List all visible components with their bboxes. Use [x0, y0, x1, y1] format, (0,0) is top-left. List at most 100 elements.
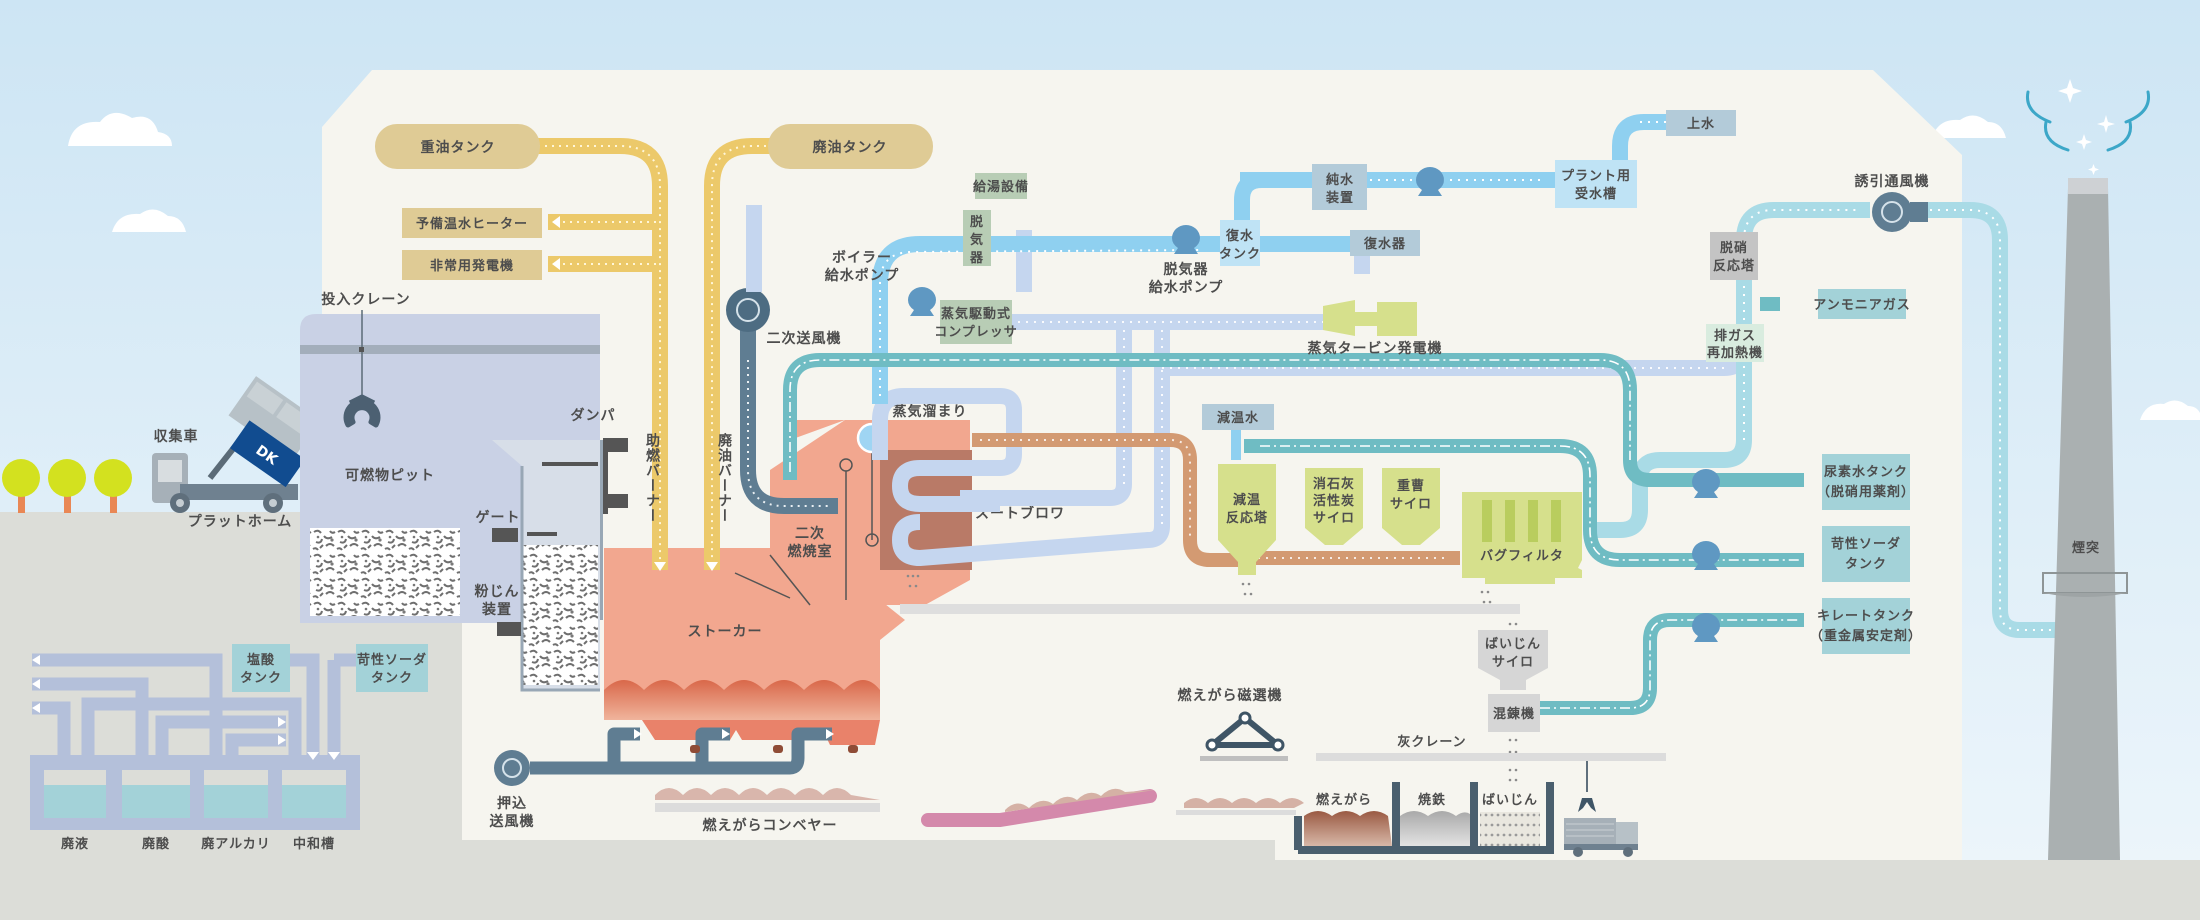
turbine-generator-icon [1323, 300, 1417, 336]
caustic-tank-label-2: タンク [1845, 557, 1887, 572]
bag-filter [1462, 492, 1582, 584]
ammonia-box [1818, 289, 1906, 319]
compressor-label-2: コンプレッサ [934, 325, 1018, 340]
stoker-label: ストーカー [688, 624, 763, 640]
hcl-tank-label-2: タンク [240, 671, 282, 686]
magnetic-separator-icon [1176, 711, 1304, 815]
dust-device-icon [497, 622, 521, 636]
forced-air-pipe [530, 727, 832, 775]
waste-oil-tank-label: 廃油タンク [813, 139, 888, 156]
fly-ash-silo-label-1: ばいじん [1485, 637, 1541, 652]
ash-crane-label: 灰クレーン [1397, 734, 1466, 750]
boiler-pump-label-2: 給水ポンプ [825, 267, 900, 284]
caustic-tank-box [1822, 526, 1910, 582]
compressor-label-1: 蒸気駆動式 [941, 306, 1011, 322]
soda-silo-label-1: 重曹 [1397, 478, 1425, 494]
fly-ash-silo-label-2: サイロ [1492, 655, 1534, 670]
ash-crane-rail [1316, 753, 1666, 761]
chelate-tank-label-2: （重金属安定剤） [1810, 628, 1922, 644]
damper-label: ダンパ [571, 407, 616, 424]
ww-tank-label: 廃液 [60, 836, 89, 852]
denitration-box [1710, 232, 1758, 280]
boiler-pump-label-1: ボイラー [832, 250, 892, 266]
soda-silo [1382, 468, 1440, 545]
fly-ash-silo [1478, 630, 1548, 690]
bag-filter-label: バグフィルタ [1480, 548, 1564, 564]
furnace [604, 420, 905, 745]
ww-tank-label: 廃アルカリ [200, 836, 270, 852]
ash-pipes [972, 433, 1460, 567]
lime-silo-label-3: サイロ [1313, 511, 1355, 526]
secondary-fan-label: 二次送風機 [767, 330, 842, 347]
waste-oil-tank [768, 124, 933, 169]
denitration-label-1: 脱硝 [1720, 240, 1748, 256]
ash-fall-dots [906, 574, 1518, 782]
plant-water-label-2: 受水槽 [1575, 186, 1617, 202]
forced-fan-label-1: 押込 [497, 795, 527, 812]
emergency-generator-box [402, 250, 542, 280]
emergency-generator-label: 非常用発電機 [430, 258, 514, 274]
reheater-label-1: 排ガス [1714, 328, 1756, 344]
boiler-pump-icon [908, 287, 936, 316]
crane-claw-icon [343, 394, 381, 428]
aux-burner-label: 助燃バーナー [644, 432, 660, 523]
fly-ash-label: ばいじん [1482, 793, 1538, 808]
collection-truck-icon: DK [152, 376, 320, 513]
deaerator-pump-label-1: 脱気器 [1164, 261, 1209, 278]
svg-text:助燃バーナー: 助燃バーナー [644, 432, 660, 523]
forced-air-arrows [634, 729, 834, 739]
clean-exhaust-icon [2025, 90, 2151, 152]
oil-arrows [552, 216, 718, 571]
ash-transport-bar [900, 604, 1520, 614]
urea-tank-box [1822, 454, 1910, 510]
deaerator-label-1: 脱 [970, 214, 984, 230]
kneader-box [1488, 694, 1540, 732]
deaerator-label-2: 気 [970, 232, 984, 248]
gate-icon [492, 528, 518, 542]
kneader-label: 混錬機 [1493, 706, 1535, 722]
chelate-tank-label-1: キレートタンク [1817, 609, 1915, 624]
denitration-label-2: 反応塔 [1713, 258, 1755, 274]
hot-water-box [975, 173, 1027, 199]
hcl-tank-box [232, 644, 290, 692]
ash-conveyor-label: 燃えがらコンベヤー [703, 817, 838, 834]
id-fan-icon [1872, 192, 1912, 232]
waste-oil-burner-label: 廃油バーナー [716, 432, 732, 523]
trees [2, 459, 132, 513]
scrap-iron-label: 焼鉄 [1418, 792, 1446, 808]
ww-caustic-tank-label-2: タンク [371, 671, 413, 686]
backup-heater-label: 予備温水ヒーター [416, 216, 528, 232]
bottom-ash-label: 燃えがら [1316, 792, 1372, 808]
oil-pipe-flow [538, 145, 780, 560]
pit-label: 可燃物ピット [345, 467, 435, 484]
clouds [68, 112, 2200, 420]
ww-tank-label: 廃酸 [141, 836, 170, 852]
condensate-tank-label-1: 復水 [1225, 228, 1254, 244]
pure-water-label-2: 装置 [1325, 190, 1354, 206]
secondary-chamber-label-1: 二次 [795, 525, 825, 542]
caustic-tank-label-1: 苛性ソーダ [1831, 536, 1901, 552]
inclined-conveyor [921, 789, 1157, 827]
chimney [2042, 178, 2128, 860]
deaerator-pump-label-2: 給水ポンプ [1149, 279, 1224, 296]
urea-pump-icon [1692, 469, 1720, 498]
forced-fan-label-2: 送風機 [489, 813, 535, 830]
wastewater-system [30, 653, 360, 830]
condensate-tank-label-2: タンク [1219, 247, 1261, 262]
gate-label: ゲート [476, 509, 521, 526]
lime-carbon-silo [1305, 468, 1363, 545]
cooling-tower-label-1: 減温 [1233, 492, 1261, 508]
urea-tank-label-2: （脱硝用薬剤） [1817, 484, 1915, 500]
condenser-label: 復水器 [1363, 236, 1406, 252]
heavy-oil-tank [375, 124, 540, 169]
cooling-water-box [1202, 404, 1274, 430]
hcl-tank-label-1: 塩酸 [247, 652, 275, 668]
svg-text:廃油バーナー: 廃油バーナー [716, 432, 732, 523]
ash-crane-claw-icon [1578, 798, 1596, 812]
damper-icons [603, 438, 628, 508]
secondary-chamber-label-2: 燃焼室 [788, 543, 833, 560]
city-water-box [1666, 110, 1736, 136]
backup-heater-box [402, 208, 542, 238]
chelate-tank-box [1822, 598, 1910, 654]
